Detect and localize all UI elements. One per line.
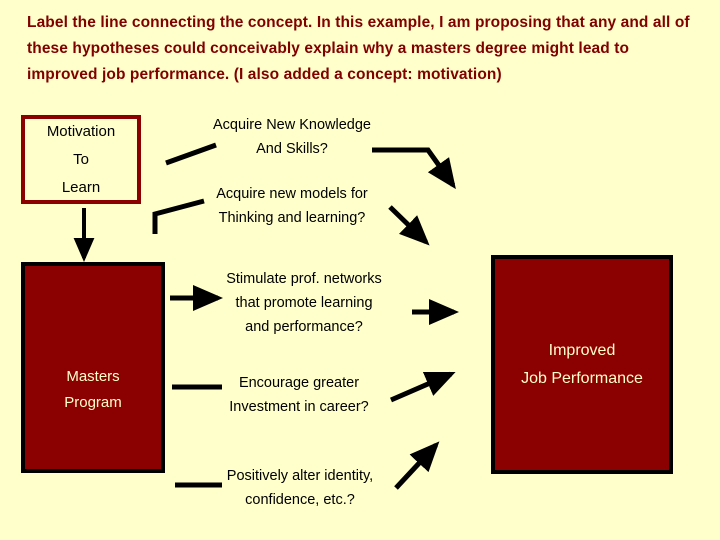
- concept-box-improved-job-performance[interactable]: Improved Job Performance: [491, 255, 673, 474]
- hyp3-line-2: that promote learning: [235, 295, 373, 311]
- hypothesis-label-acquire-knowledge: Acquire New Knowledge And Skills?: [192, 113, 392, 161]
- hyp1-line-1: Acquire New Knowledge: [213, 117, 371, 133]
- connector-hyp5-to-performance: [394, 441, 440, 490]
- hyp4-line-2: Investment in career?: [229, 399, 369, 415]
- motivation-line-1: Motivation: [46, 122, 116, 140]
- slide-header-text: Label the line connecting the concept. I…: [27, 14, 690, 83]
- hyp3-line-3: and performance?: [245, 319, 363, 335]
- connector-hyp2-to-performance: [388, 205, 430, 246]
- concept-box-motivation-to-learn[interactable]: Motivation To Learn: [21, 115, 141, 204]
- concept-box-masters-label: Masters Program: [64, 364, 122, 416]
- performance-line-1: Improved: [548, 341, 616, 359]
- masters-line-1: Masters: [66, 367, 120, 385]
- hyp1-line-2: And Skills?: [256, 141, 328, 157]
- hypothesis-label-new-models: Acquire new models for Thinking and lear…: [192, 182, 392, 230]
- masters-line-2: Program: [64, 393, 122, 411]
- hyp5-line-1: Positively alter identity,: [226, 468, 374, 484]
- hypothesis-label-encourage-investment: Encourage greater Investment in career?: [206, 371, 392, 419]
- performance-line-2: Job Performance: [521, 369, 643, 387]
- hyp2-line-1: Acquire new models for: [216, 186, 368, 202]
- hyp2-line-2: Thinking and learning?: [218, 210, 366, 226]
- concept-box-masters-program[interactable]: Masters Program: [21, 262, 165, 473]
- motivation-line-3: Learn: [61, 178, 101, 196]
- hyp4-line-1: Encourage greater: [238, 375, 360, 391]
- concept-box-motivation-label: Motivation To Learn: [47, 118, 115, 202]
- hypothesis-label-alter-identity: Positively alter identity, confidence, e…: [202, 464, 398, 512]
- hyp3-line-1: Stimulate prof. networks: [226, 271, 382, 287]
- hypothesis-label-prof-networks: Stimulate prof. networks that promote le…: [206, 267, 402, 339]
- motivation-line-2: To: [73, 150, 89, 168]
- connector-hyp4-to-performance: [390, 371, 456, 403]
- concept-box-performance-label: Improved Job Performance: [521, 337, 643, 393]
- hyp5-line-2: confidence, etc.?: [245, 492, 355, 508]
